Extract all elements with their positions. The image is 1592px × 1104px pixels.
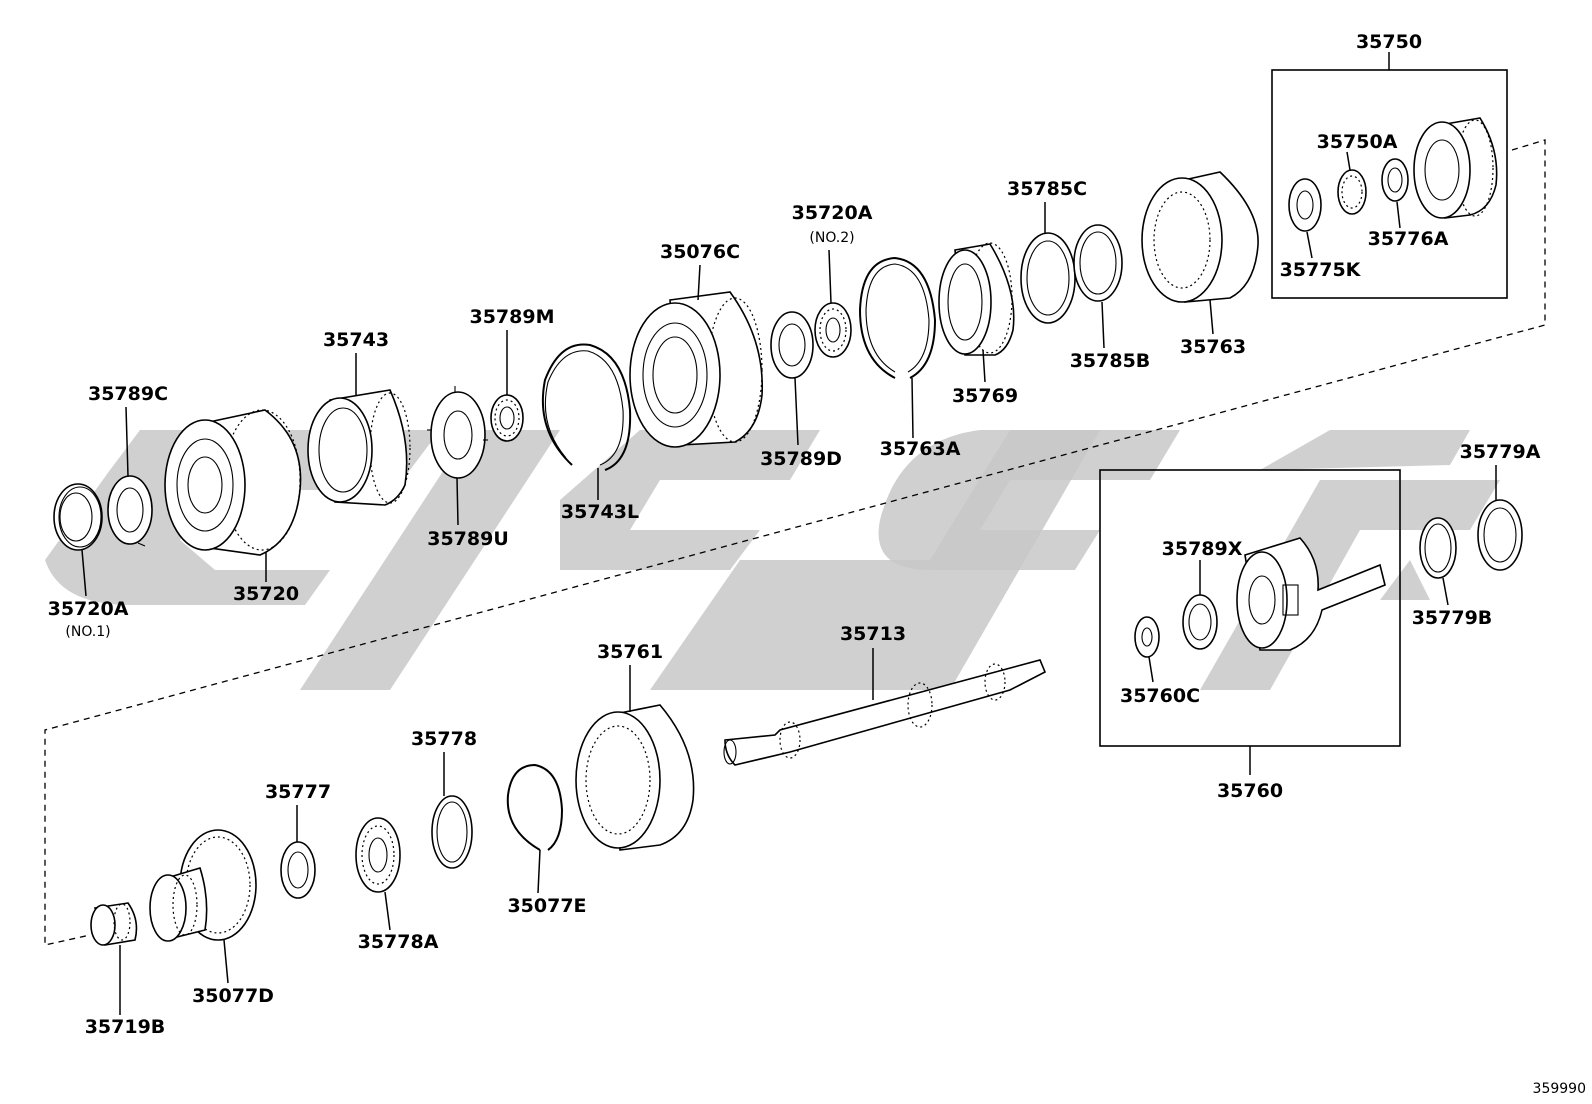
label-35778A[interactable]: 35778A (358, 931, 439, 953)
label-35789C[interactable]: 35789C (88, 383, 168, 405)
part-35777[interactable] (280, 841, 316, 899)
part-35775K[interactable] (1288, 178, 1322, 232)
label-35760C[interactable]: 35760C (1120, 685, 1200, 707)
part-35743L[interactable] (541, 343, 632, 471)
label-35750A[interactable]: 35750A (1317, 131, 1398, 153)
part-35713-shaft[interactable] (723, 659, 1047, 766)
part-35077E[interactable] (506, 763, 564, 851)
label-35789U[interactable]: 35789U (427, 528, 509, 550)
part-35769[interactable] (938, 242, 1015, 356)
part-35760-carrier[interactable] (1236, 537, 1386, 651)
part-35779B[interactable] (1419, 517, 1457, 579)
label-35077D[interactable]: 35077D (192, 985, 274, 1007)
label-35777[interactable]: 35777 (265, 781, 331, 803)
part-35719B[interactable] (90, 902, 138, 946)
part-35778[interactable] (431, 795, 473, 869)
part-35779A[interactable] (1477, 499, 1523, 571)
diagram-code: 359990 (1533, 1081, 1586, 1097)
label-35763[interactable]: 35763 (1180, 336, 1246, 358)
group-label-35750[interactable]: 35750 (1356, 31, 1422, 53)
part-35778A[interactable] (355, 817, 401, 893)
part-35761[interactable] (575, 704, 695, 851)
part-35743-drum[interactable] (307, 389, 411, 506)
label-35077E[interactable]: 35077E (507, 895, 586, 917)
part-35077D[interactable] (149, 829, 257, 942)
label-35785C[interactable]: 35785C (1007, 178, 1087, 200)
label-35719B[interactable]: 35719B (85, 1016, 166, 1038)
label-35778[interactable]: 35778 (411, 728, 477, 750)
part-35785B[interactable] (1073, 224, 1123, 302)
part-labels: 35750 35750A 35776A 35775K 35763 35785B … (48, 31, 1586, 1097)
label-35775K[interactable]: 35775K (1280, 259, 1362, 281)
dashed-guide-lines (44, 139, 1546, 946)
label-35720A-no2[interactable]: 35720A (792, 202, 873, 224)
label-35789D[interactable]: 35789D (760, 448, 842, 470)
label-35763A[interactable]: 35763A (880, 438, 961, 460)
part-35789D[interactable] (770, 311, 814, 379)
label-35720A-no1[interactable]: 35720A (48, 598, 129, 620)
leader-lines (81, 52, 1497, 1015)
label-35785B[interactable]: 35785B (1070, 350, 1151, 372)
group-label-35760[interactable]: 35760 (1217, 780, 1283, 802)
part-35789X[interactable] (1182, 594, 1218, 650)
part-35785C[interactable] (1020, 232, 1076, 324)
part-35789C[interactable] (107, 475, 153, 547)
label-35761[interactable]: 35761 (597, 641, 663, 663)
part-35720A-no2[interactable] (814, 302, 852, 358)
part-35750A[interactable] (1337, 169, 1367, 215)
label-35769[interactable]: 35769 (952, 385, 1018, 407)
part-35763A[interactable] (858, 256, 937, 379)
part-35763[interactable] (1141, 171, 1259, 303)
part-35776A[interactable] (1381, 158, 1409, 202)
watermark-logo (45, 430, 1500, 690)
label-35789X[interactable]: 35789X (1162, 538, 1243, 560)
part-35750-carrier[interactable] (1413, 117, 1498, 219)
label-35779B[interactable]: 35779B (1412, 607, 1493, 629)
label-35743L[interactable]: 35743L (561, 501, 639, 523)
part-35720-gear[interactable] (164, 409, 302, 556)
part-35789M[interactable] (490, 394, 524, 442)
part-35076C[interactable] (629, 291, 764, 448)
part-35789U[interactable] (427, 386, 488, 479)
label-35720A-no1-note: (NO.1) (65, 624, 110, 640)
label-35779A[interactable]: 35779A (1460, 441, 1541, 463)
label-35776A[interactable]: 35776A (1368, 228, 1449, 250)
label-35743[interactable]: 35743 (323, 329, 389, 351)
part-35720A-no1[interactable] (53, 483, 103, 551)
label-35720[interactable]: 35720 (233, 583, 299, 605)
label-35720A-no2-note: (NO.2) (809, 230, 854, 246)
label-35076C[interactable]: 35076C (660, 241, 740, 263)
label-35789M[interactable]: 35789M (469, 306, 554, 328)
part-35760C[interactable] (1134, 616, 1160, 658)
label-35713[interactable]: 35713 (840, 623, 906, 645)
